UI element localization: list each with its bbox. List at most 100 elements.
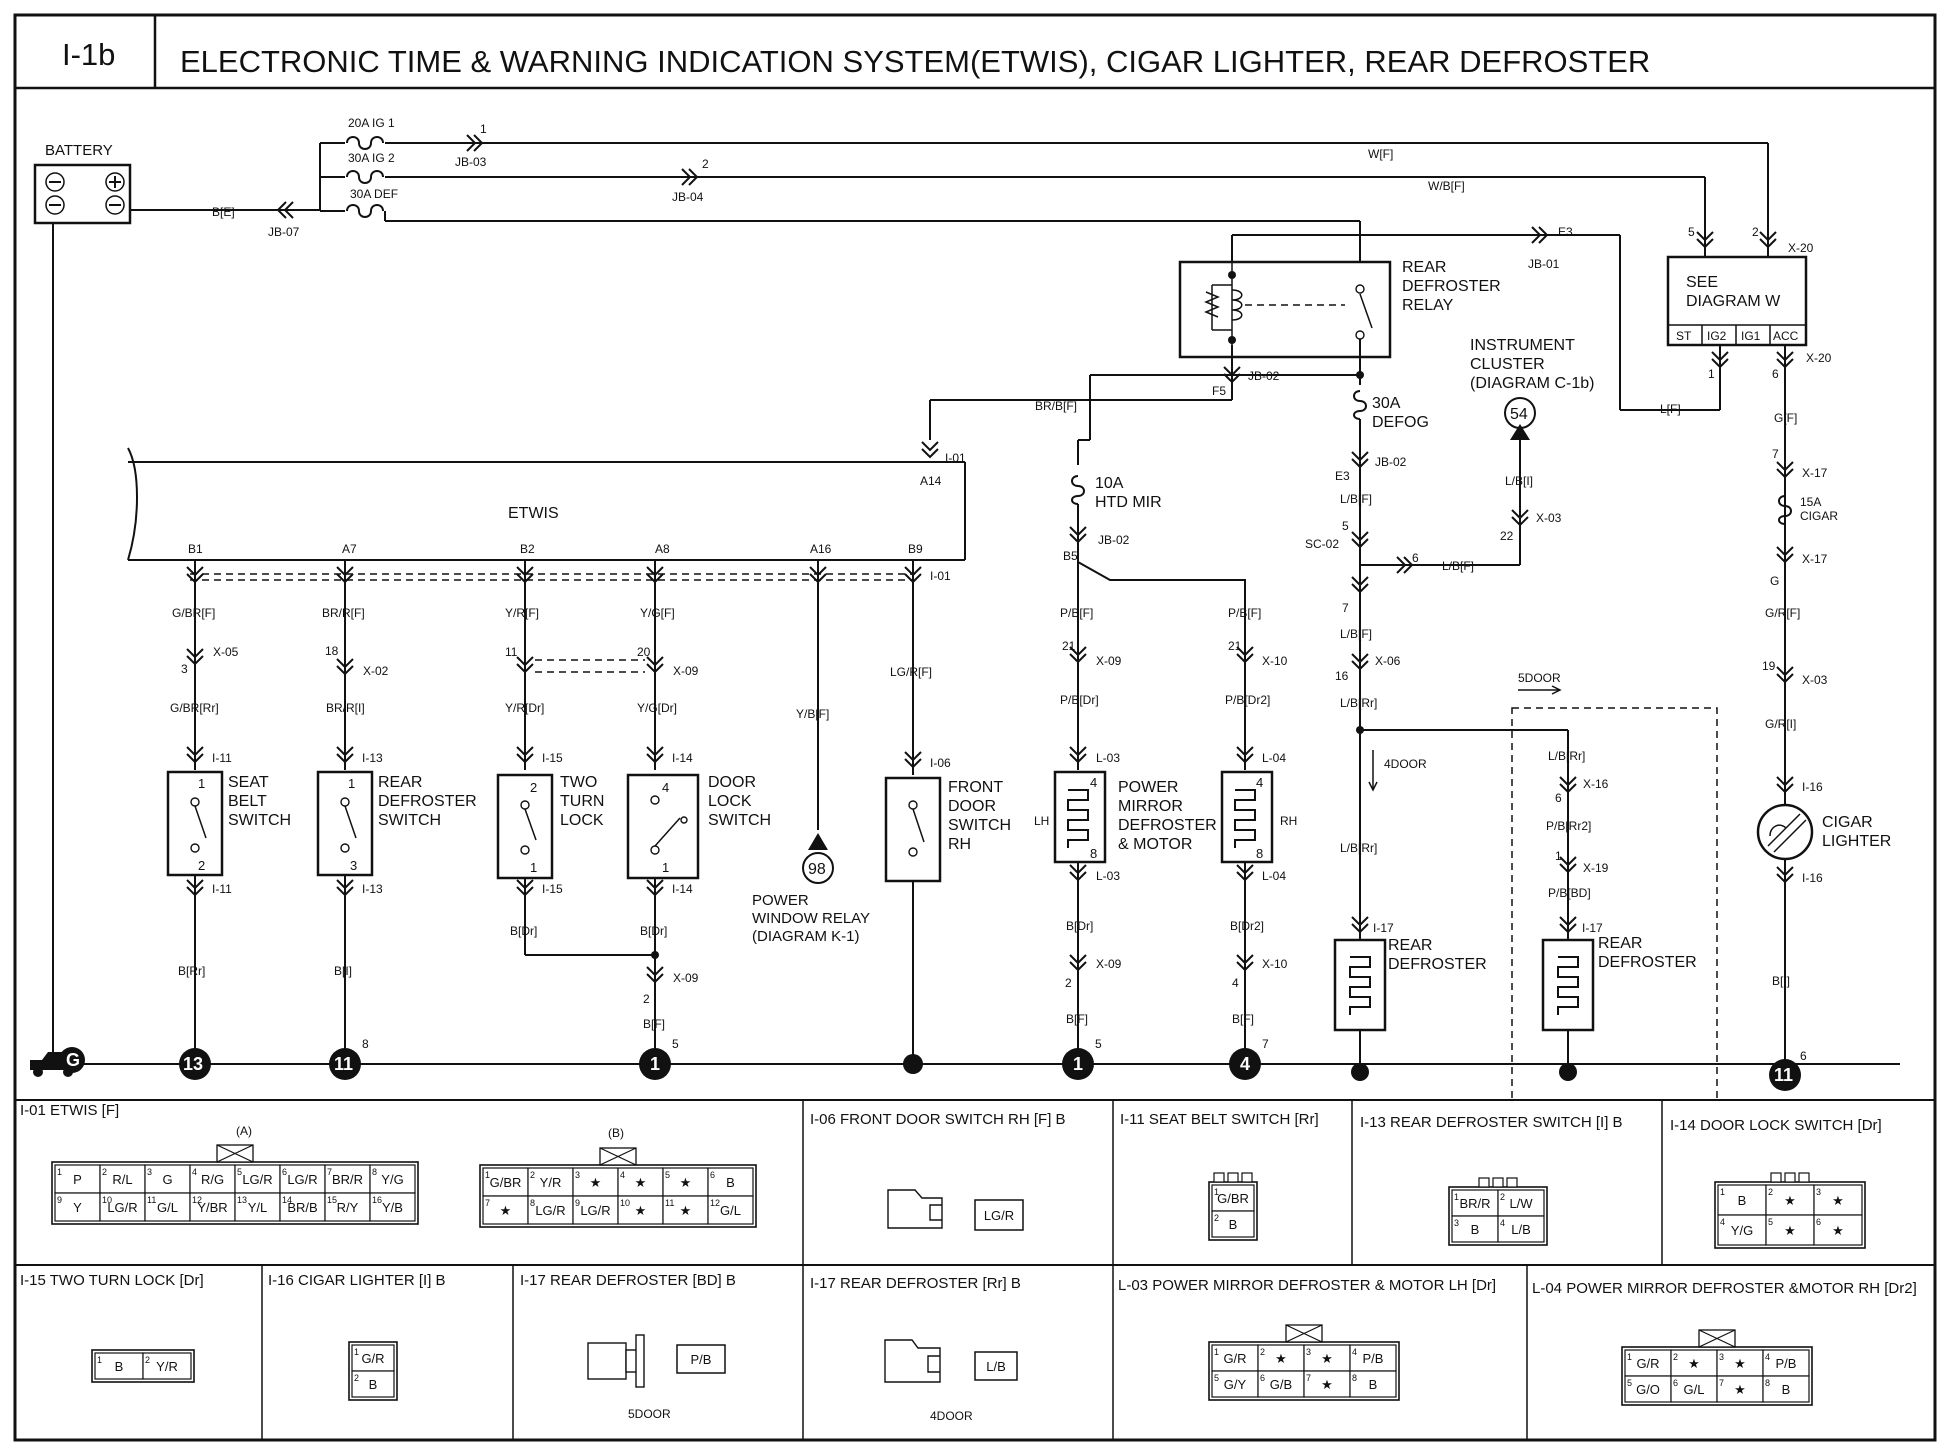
- connector-pin-number: 12: [710, 1198, 720, 1208]
- connector-cell: [1716, 1349, 1764, 1377]
- doorlock-x: X-09: [673, 664, 699, 678]
- connector-i17-rr: I-17 REAR DEFROSTER [Rr] B 4DOOR L/B: [810, 1275, 1021, 1423]
- rear-defroster-relay: [1178, 260, 1392, 359]
- connector-wire-color: LG/R: [287, 1172, 317, 1187]
- twoturn-pa: 2: [530, 780, 537, 795]
- mir-lc2: L-03: [1096, 869, 1120, 883]
- wire-lbrr: L/B[Rr]: [1340, 696, 1377, 710]
- ground-1a-pin: 5: [672, 1037, 679, 1051]
- connector-cell: [707, 1195, 754, 1225]
- wire-lbi: L/B[I]: [1505, 474, 1533, 488]
- connector-wire-color: BR/R: [1459, 1196, 1490, 1211]
- i13-title: I-13 REAR DEFROSTER SWITCH [I] B: [1360, 1114, 1623, 1131]
- connector-wire-color: R/L: [112, 1172, 132, 1187]
- ground-11a-pin: 8: [362, 1037, 369, 1051]
- connector-wire-color: ★: [635, 1203, 647, 1218]
- cluster-ref: 54: [1510, 406, 1528, 423]
- connector-wire-color: L/W: [1509, 1196, 1533, 1211]
- connector-pin-number: 2: [1260, 1347, 1265, 1357]
- doorlock-c1: I-14: [672, 751, 693, 765]
- cluster-x03: X-03: [1536, 511, 1562, 525]
- i01-a-label: (A): [236, 1124, 252, 1138]
- connector-wire-color: G/B: [1270, 1377, 1292, 1392]
- connector-cell: [1670, 1349, 1718, 1377]
- doorlock-p2: 2: [643, 992, 650, 1006]
- connector-wire-color: G/BR: [490, 1175, 522, 1190]
- connector-wire-color: ★: [1734, 1382, 1746, 1397]
- i17bd-note: 5DOOR: [628, 1407, 671, 1421]
- connector-cell: [54, 1164, 101, 1194]
- connector-pin-number: 12: [192, 1195, 202, 1205]
- connector-cell: [974, 1351, 1018, 1381]
- connector-cell: [1813, 1214, 1863, 1246]
- mir-lh: LH: [1034, 814, 1049, 828]
- connector-cell: [1349, 1370, 1397, 1398]
- connector-wire-color: G/Y: [1224, 1377, 1247, 1392]
- jb07-label: JB-07: [268, 225, 300, 239]
- wire-lbf: L/B[F]: [1340, 492, 1372, 506]
- connector-cell: [1211, 1184, 1255, 1212]
- connector-cell: [189, 1164, 236, 1194]
- ground-1b-label: 1: [1073, 1054, 1083, 1074]
- ground-4-label: 4: [1240, 1054, 1250, 1074]
- connector-cell: [279, 1164, 326, 1194]
- e3-label: E3: [1558, 225, 1573, 239]
- connector-cell: [1716, 1375, 1764, 1403]
- 5d-i17: I-17: [1582, 921, 1603, 935]
- sc02-p6: 6: [1412, 551, 1419, 565]
- rdsw-w3: B[I]: [334, 964, 352, 978]
- connector-i06: I-06 FRONT DOOR SWITCH RH [F] B LG/R: [810, 1111, 1066, 1231]
- connector-cell: [351, 1344, 395, 1372]
- ground-11b: [1769, 1059, 1801, 1091]
- connector-cell: [1762, 1349, 1810, 1377]
- pwr-ref-badge: [802, 852, 834, 884]
- rear-defroster-switch: [316, 770, 374, 877]
- connector-pin-number: 1: [97, 1355, 102, 1365]
- pin-1: 1: [480, 122, 487, 136]
- connector-pin-number: 11: [147, 1195, 156, 1205]
- 5d-p1: 1: [1555, 849, 1562, 863]
- connector-wire-color: Y/G: [1731, 1223, 1753, 1238]
- connector-cell: [1451, 1189, 1499, 1217]
- connector-pin-number: 9: [57, 1195, 62, 1205]
- connector-cell: [1762, 1375, 1810, 1403]
- connector-pin-number: 7: [327, 1167, 332, 1177]
- mir-lw3: B[Dr]: [1066, 919, 1093, 933]
- connector-wire-color: P/B: [1363, 1351, 1384, 1366]
- jb02b-label: JB-02: [1375, 455, 1407, 469]
- connector-pin-number: 2: [1673, 1352, 1678, 1362]
- wire-bi: B[I]: [1772, 974, 1790, 988]
- connector-wire-color: ★: [500, 1203, 512, 1218]
- connector-pin-number: 10: [102, 1195, 112, 1205]
- seat-w3: B[Rr]: [178, 964, 205, 978]
- connector-wire-color: LG/R: [535, 1203, 565, 1218]
- twoturn-c2: I-15: [542, 882, 563, 896]
- connector-wire-color: L/B: [1511, 1222, 1531, 1237]
- connector-wire-color: Y/G: [381, 1172, 403, 1187]
- wire-wbf: W/B[F]: [1428, 179, 1465, 193]
- connector-cell: [1717, 1184, 1767, 1216]
- connector-wire-color: ★: [1688, 1356, 1700, 1371]
- fuse-ig2: 30A IG 2: [348, 151, 395, 165]
- rdsw-p: 18: [325, 644, 339, 658]
- connector-cell: [572, 1195, 619, 1225]
- twoturn-w2: Y/R[Dr]: [505, 701, 544, 715]
- connector-wire-color: Y/R: [540, 1175, 562, 1190]
- sc02-p7: 7: [1342, 601, 1349, 615]
- connector-wire-color: G/BR: [1217, 1191, 1249, 1206]
- fd-c1: I-06: [930, 756, 951, 770]
- wire-gf: G[F]: [1774, 411, 1797, 425]
- ig-p19: 19: [1762, 659, 1776, 673]
- rdsw-pa: 1: [348, 776, 355, 791]
- connector-pin-number: 10: [620, 1198, 630, 1208]
- connector-pin-number: 2: [1500, 1192, 1505, 1202]
- battery-label: BATTERY: [45, 142, 113, 159]
- 5d-x16: X-16: [1583, 777, 1609, 791]
- ig-p2: 2: [1752, 225, 1759, 239]
- ground-1a: [639, 1048, 671, 1080]
